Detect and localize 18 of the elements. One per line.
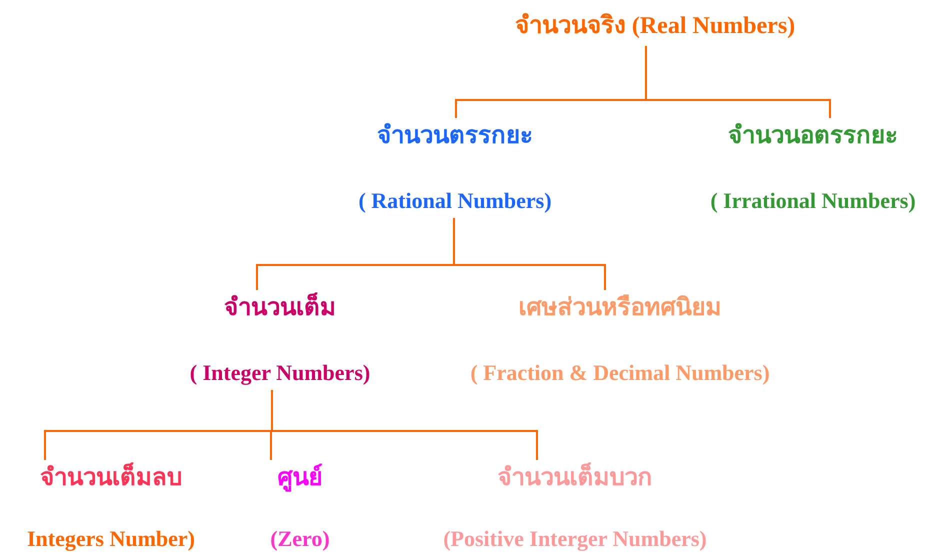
category-subtitle: Integers Number): [26, 525, 196, 553]
connector-line: [453, 218, 606, 290]
category-subtitle: ( Integer Numbers): [190, 359, 370, 387]
category-label: ศูนย์: [278, 462, 322, 494]
category-label: จำนวนตรรกยะ: [377, 122, 533, 151]
category-subtitle: ( Irrational Numbers): [710, 187, 916, 215]
category-label: จำนวนเต็ม: [224, 292, 336, 324]
category-label: จำนวนอตรรกยะ: [728, 122, 898, 151]
category-label: จำนวนเต็มลบ: [40, 462, 182, 494]
category-label: จำนวนเต็มบวก: [498, 462, 652, 494]
category-subtitle: (Positive Interger Numbers): [443, 525, 707, 553]
category-label: จำนวนจริง (Real Numbers): [514, 12, 796, 41]
connector-line: [271, 390, 538, 460]
connector-line: [645, 46, 831, 118]
category-subtitle: ( Fraction & Decimal Numbers): [470, 359, 770, 387]
category-subtitle: (Zero): [270, 525, 330, 553]
category-subtitle: ( Rational Numbers): [358, 187, 552, 215]
category-label: เศษส่วนหรือทศนิยม: [518, 294, 722, 323]
